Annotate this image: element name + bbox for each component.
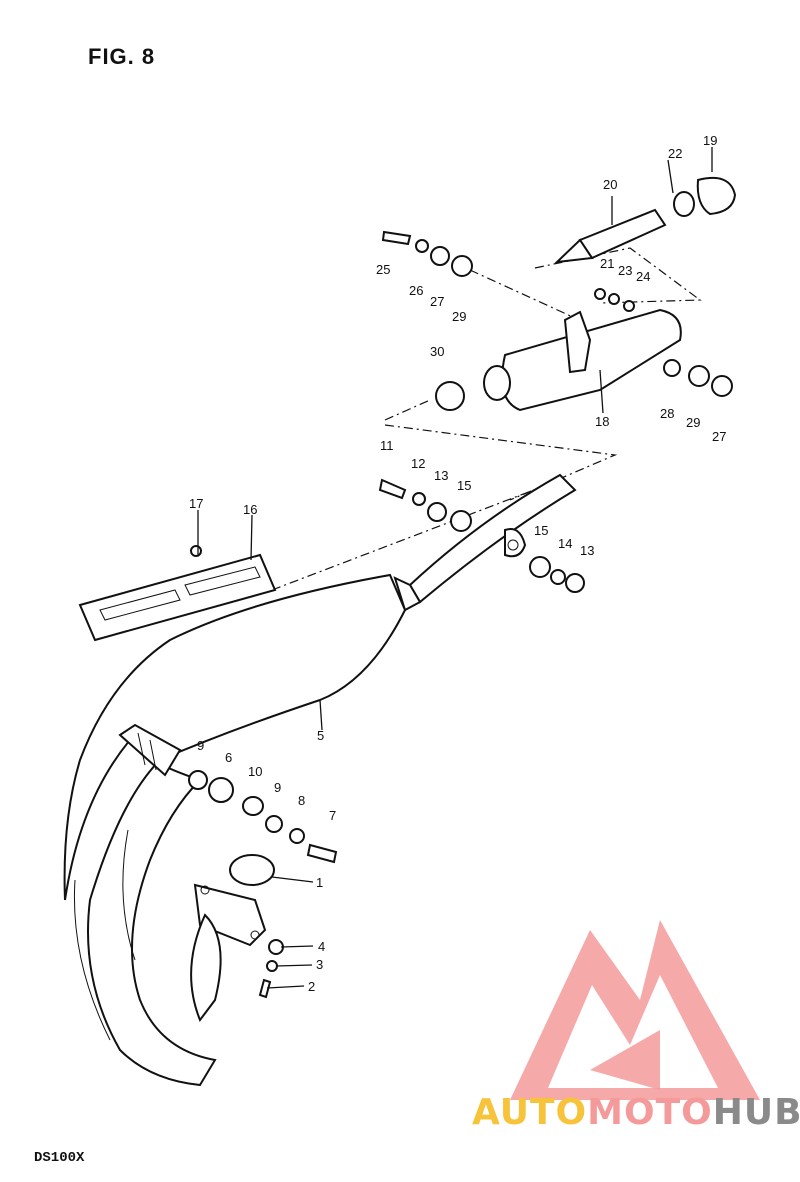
callout-2: 2 xyxy=(308,979,315,994)
leader-lines xyxy=(197,147,713,989)
callout-29b: 29 xyxy=(686,415,700,430)
callout-27b: 27 xyxy=(712,429,726,444)
watermark-hub: HUB xyxy=(712,1092,800,1133)
callout-27a: 27 xyxy=(430,294,444,309)
callout-9b: 9 xyxy=(274,780,281,795)
exhaust-flange xyxy=(190,883,267,1023)
callout-22: 22 xyxy=(668,146,682,161)
hardware-parts xyxy=(188,176,737,999)
watermark-text: AUTOMOTOHUB xyxy=(472,1092,800,1133)
callout-21: 21 xyxy=(600,256,614,271)
watermark-moto: MOTO xyxy=(587,1092,713,1133)
callout-28: 28 xyxy=(660,406,674,421)
callout-25: 25 xyxy=(376,262,390,277)
callout-7: 7 xyxy=(329,808,336,823)
callout-23: 23 xyxy=(618,263,632,278)
callout-16: 16 xyxy=(243,502,257,517)
callout-9a: 9 xyxy=(197,738,204,753)
callout-1: 1 xyxy=(316,875,323,890)
callout-10: 10 xyxy=(248,764,262,779)
callout-14: 14 xyxy=(558,536,572,551)
callout-18: 18 xyxy=(595,414,609,429)
callout-4: 4 xyxy=(318,939,325,954)
callout-19: 19 xyxy=(703,133,717,148)
watermark-auto: AUTO xyxy=(472,1092,588,1133)
callout-15b: 15 xyxy=(534,523,548,538)
callout-11: 11 xyxy=(380,438,394,453)
callout-8: 8 xyxy=(298,793,305,808)
heat-shield-part-16 xyxy=(78,553,277,642)
callout-5: 5 xyxy=(317,728,324,743)
model-label: DS100X xyxy=(34,1150,85,1166)
callout-6: 6 xyxy=(225,750,232,765)
callout-13a: 13 xyxy=(434,468,448,483)
callout-labels: 1 2 3 4 5 6 7 8 9 9 10 11 12 13 13 14 15… xyxy=(189,133,726,994)
callout-24: 24 xyxy=(636,269,650,284)
callout-17: 17 xyxy=(189,496,203,511)
callout-12: 12 xyxy=(411,456,425,471)
callout-15a: 15 xyxy=(457,478,471,493)
callout-30: 30 xyxy=(430,344,444,359)
figure-title: FIG. 8 xyxy=(88,44,156,69)
callout-26: 26 xyxy=(409,283,423,298)
gasket-part-1 xyxy=(229,854,275,886)
callout-3: 3 xyxy=(316,957,323,972)
muffler-part-18 xyxy=(483,308,682,412)
callout-20: 20 xyxy=(603,177,617,192)
exhaust-pipe-part-5 xyxy=(63,473,577,1087)
callout-29a: 29 xyxy=(452,309,466,324)
watermark-logo xyxy=(510,920,760,1100)
callout-13b: 13 xyxy=(580,543,594,558)
